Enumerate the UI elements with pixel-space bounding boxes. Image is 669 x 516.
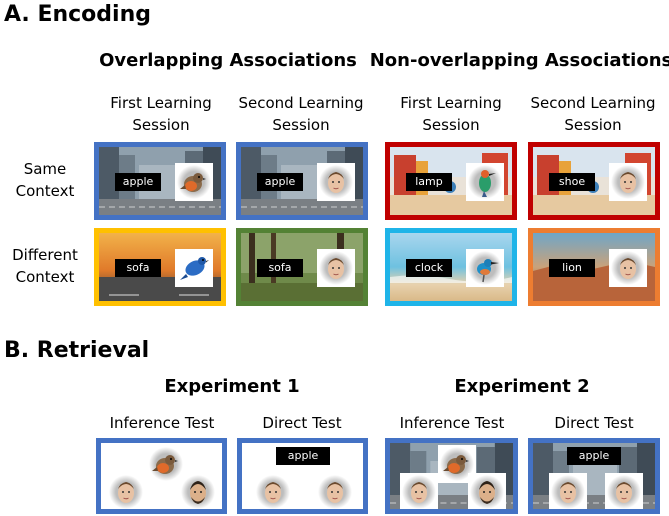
encoding-panel-nonoverlap-first-different: clock <box>385 228 517 306</box>
word-label: lion <box>549 259 595 277</box>
face-icon <box>400 473 438 509</box>
word-label: apple <box>257 173 303 191</box>
retrieval-panel-exp2-direct: apple <box>528 438 660 514</box>
test-title: Inference Test <box>109 414 215 432</box>
retrieval-panel-exp1-direct: apple <box>237 438 368 514</box>
group-title-overlapping: Overlapping Associations <box>99 50 357 71</box>
cue-word: apple <box>276 447 330 465</box>
retrieval-panel-exp1-inference <box>96 438 227 514</box>
test-title: Direct Test <box>262 414 342 432</box>
encoding-panel-nonoverlap-second-different: lion <box>528 228 660 306</box>
kingfisher-icon <box>466 249 504 287</box>
word-label: sofa <box>115 259 161 277</box>
encoding-panel-nonoverlap-first-same: lamp <box>385 142 517 220</box>
face-icon <box>549 473 587 509</box>
face-icon <box>609 163 647 201</box>
section-title-retrieval: B. Retrieval <box>4 338 150 363</box>
robin-icon <box>175 163 213 201</box>
experiment-title-1: Experiment 1 <box>164 376 300 397</box>
section-title-encoding: A. Encoding <box>4 2 151 27</box>
face-icon <box>316 473 354 511</box>
face-icon <box>468 473 506 509</box>
encoding-panel-overlap-second-different: sofa <box>236 228 368 306</box>
face-icon <box>317 249 355 287</box>
face-icon <box>317 163 355 201</box>
face-icon <box>605 473 643 509</box>
encoding-panel-overlap-second-same: apple <box>236 142 368 220</box>
encoding-panel-overlap-first-same: apple <box>94 142 226 220</box>
face-icon <box>254 473 292 511</box>
encoding-panel-overlap-first-different: sofa <box>94 228 226 306</box>
group-title-non-overlapping: Non-overlapping Associations <box>369 50 669 71</box>
word-label: lamp <box>406 173 452 191</box>
face-icon <box>107 473 145 511</box>
cue-word: apple <box>567 447 621 465</box>
face-icon <box>609 249 647 287</box>
encoding-panel-nonoverlap-second-same: shoe <box>528 142 660 220</box>
test-title: Direct Test <box>554 414 634 432</box>
word-label: shoe <box>549 173 595 191</box>
bluebird-icon <box>175 249 213 287</box>
test-title: Inference Test <box>399 414 505 432</box>
word-label: clock <box>406 259 452 277</box>
experiment-title-2: Experiment 2 <box>454 376 590 397</box>
retrieval-panel-exp2-inference <box>385 438 518 514</box>
word-label: apple <box>115 173 161 191</box>
face-icon <box>179 473 217 511</box>
word-label: sofa <box>257 259 303 277</box>
bird-icon <box>466 163 504 201</box>
